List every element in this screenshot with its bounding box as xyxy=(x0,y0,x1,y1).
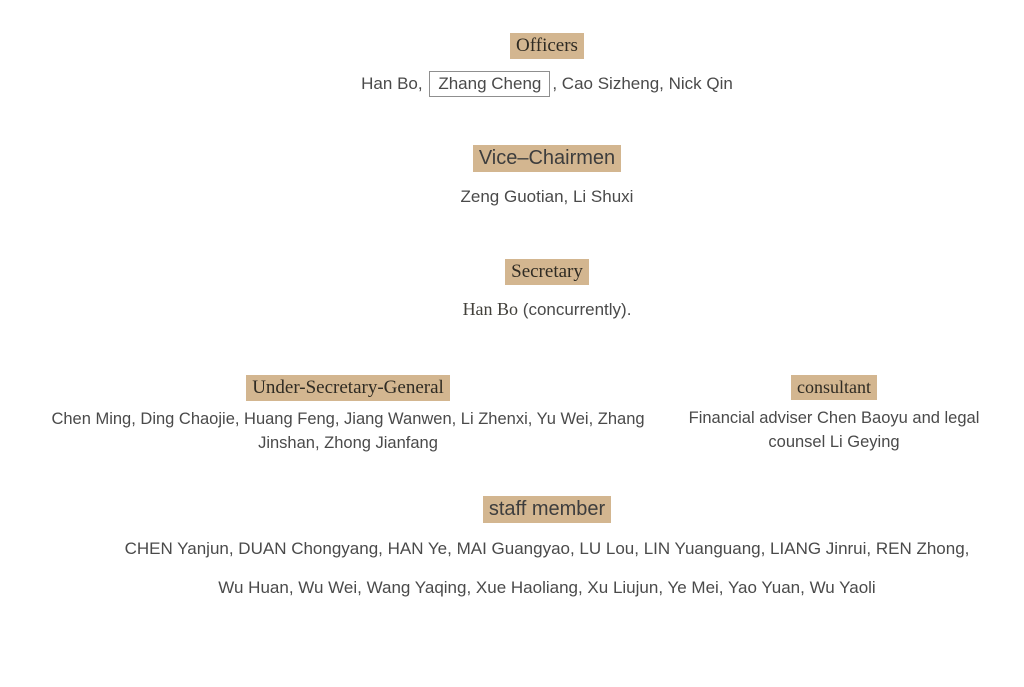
staff-names-line-2: Wu Huan, Wu Wei, Wang Yaqing, Xue Haolia… xyxy=(218,578,876,597)
vice-chairmen-heading-highlight: Vice–Chairmen xyxy=(472,145,622,172)
consultant-heading-highlight: consultant xyxy=(791,375,877,400)
staff-heading: staff member xyxy=(488,498,606,520)
vice-chairmen-names: Zeng Guotian, Li Shuxi xyxy=(460,187,634,206)
vice-chairmen-heading: Vice–Chairmen xyxy=(478,147,616,169)
secretary-line: Han Bo (concurrently). xyxy=(70,299,1024,320)
under-secretary-general-heading-highlight: Under-Secretary-General xyxy=(246,375,450,401)
staff-names-line-1: CHEN Yanjun, DUAN Chongyang, HAN Ye, MAI… xyxy=(124,539,970,558)
under-secretary-general-heading: Under-Secretary-General xyxy=(252,377,444,398)
officers-names-suffix: , Cao Sizheng, Nick Qin xyxy=(552,74,733,93)
officers-names-line: Han Bo, Zhang Cheng, Cao Sizheng, Nick Q… xyxy=(70,71,1024,97)
staff-names-block: CHEN Yanjun, DUAN Chongyang, HAN Ye, MAI… xyxy=(70,538,1024,598)
staff-section: staff member xyxy=(70,496,1024,523)
vice-chairmen-names-line: Zeng Guotian, Li Shuxi xyxy=(70,187,1024,207)
vice-chairmen-section: Vice–Chairmen xyxy=(70,145,1024,172)
secretary-section: Secretary xyxy=(70,259,1024,285)
officers-section: Officers xyxy=(70,33,1024,59)
boxed-name[interactable]: Zhang Cheng xyxy=(429,71,551,97)
secretary-heading-highlight: Secretary xyxy=(505,259,589,285)
secretary-name: Han Bo xyxy=(462,299,519,319)
under-secretary-general-section: Under-Secretary-General Chen Ming, Ding … xyxy=(40,375,656,455)
consultant-names: Financial adviser Chen Baoyu and legal c… xyxy=(688,409,980,451)
consultant-heading: consultant xyxy=(797,377,871,397)
secretary-note: (concurrently). xyxy=(518,300,632,319)
under-secretary-general-names: Chen Ming, Ding Chaojie, Huang Feng, Jia… xyxy=(51,410,645,452)
secretary-heading: Secretary xyxy=(511,261,583,282)
officers-heading-highlight: Officers xyxy=(510,33,584,59)
staff-heading-highlight: staff member xyxy=(482,496,612,523)
consultant-section: consultant Financial adviser Chen Baoyu … xyxy=(686,375,982,454)
officers-heading: Officers xyxy=(516,35,578,56)
officers-names-prefix: Han Bo, xyxy=(361,74,423,93)
